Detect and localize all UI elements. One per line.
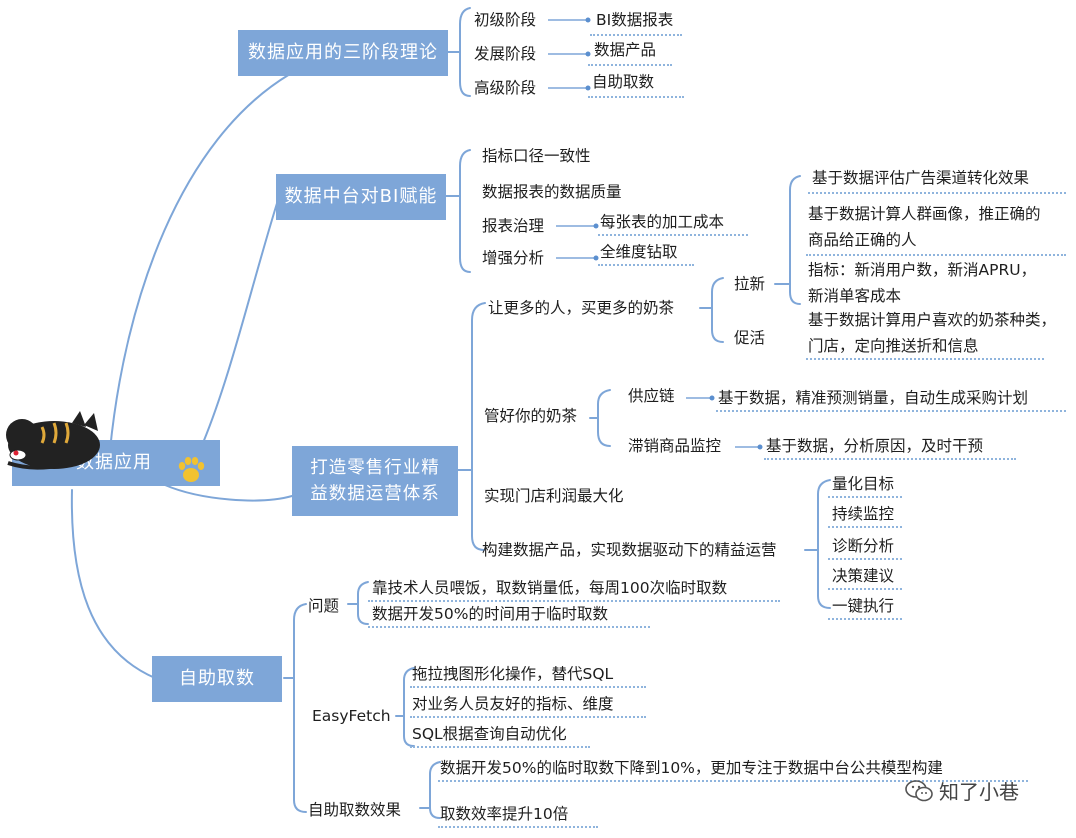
lean-item-2: 持续监控: [832, 505, 895, 523]
easyfetch-item-1: 拖拉拽图形化操作，替代SQL: [412, 665, 614, 683]
goal-maximize-profit: 实现门店利润最大化: [484, 487, 624, 505]
acquisition-item-1: 基于数据评估广告渠道转化效果: [812, 169, 1030, 187]
lean-item-4: 决策建议: [832, 567, 895, 585]
branch3-title-line1: 打造零售行业精: [310, 458, 440, 478]
branch-retail-operations: 打造零售行业精 益数据运营体系: [292, 446, 458, 516]
stage-1: 初级阶段: [474, 11, 537, 29]
watermark: 知了小巷: [905, 776, 1019, 805]
wechat-icon: [905, 779, 933, 801]
root-label: 数据应用: [76, 452, 152, 473]
problem-item-2: 数据开发50%的时间用于临时取数: [372, 605, 608, 623]
stage-1-result: BI数据报表: [596, 11, 674, 29]
branch2-title: 数据中台对BI赋能: [284, 186, 438, 207]
bi-item-2: 数据报表的数据质量: [482, 183, 622, 201]
acquisition-item-4: 指标：新消用户数，新消APRU，: [808, 261, 1037, 279]
effect-label: 自助取数效果: [308, 801, 402, 819]
stage-2: 发展阶段: [474, 45, 537, 63]
branch1-title: 数据应用的三阶段理论: [248, 42, 438, 63]
activation-item-2: 门店，定向推送折和信息: [808, 337, 979, 355]
effect-item-1: 数据开发50%的临时取数下降到10%，更加专注于数据中台公共模型构建: [440, 759, 943, 777]
bi-detail-2: 全维度钻取: [600, 243, 678, 261]
branch-three-stage-theory: 数据应用的三阶段理论: [238, 30, 448, 76]
goal-data-product: 构建数据产品，实现数据驱动下的精益运营: [482, 541, 777, 559]
acquisition-label: 拉新: [734, 275, 766, 293]
branch-bi-empowerment: 数据中台对BI赋能: [276, 174, 446, 220]
stage-3: 高级阶段: [474, 79, 537, 97]
easyfetch-label: EasyFetch: [312, 707, 391, 725]
lean-item-1: 量化目标: [832, 475, 895, 493]
stage-3-result: 自助取数: [592, 73, 655, 91]
branch3-title-line2: 益数据运营体系: [310, 484, 440, 504]
easyfetch-item-3: SQL根据查询自动优化: [412, 725, 567, 743]
activation-item-1: 基于数据计算用户喜欢的奶茶种类，: [808, 311, 1057, 329]
goal-more-people: 让更多的人，买更多的奶茶: [488, 299, 675, 317]
slow-moving-label: 滞销商品监控: [628, 437, 722, 455]
stage-2-result: 数据产品: [594, 41, 657, 59]
cat-icon: [6, 411, 100, 470]
bi-item-1: 指标口径一致性: [482, 147, 591, 165]
acquisition-item-2: 基于数据计算人群画像，推正确的: [808, 205, 1041, 223]
acquisition-item-5: 新消单客成本: [808, 287, 902, 305]
lean-item-5: 一键执行: [832, 597, 895, 615]
goal-manage-tea: 管好你的奶茶: [484, 407, 578, 425]
supply-chain-item: 基于数据，精准预测销量，自动生成采购计划: [718, 389, 1029, 407]
effect-item-2: 取数效率提升10倍: [440, 805, 569, 823]
branch4-title: 自助取数: [179, 668, 255, 689]
bi-item-4: 增强分析: [482, 249, 545, 267]
problem-label: 问题: [308, 597, 340, 615]
watermark-text: 知了小巷: [939, 780, 1019, 804]
bi-item-3: 报表治理: [482, 217, 545, 235]
activation-label: 促活: [734, 329, 766, 347]
branch-self-service: 自助取数: [152, 656, 282, 702]
lean-item-3: 诊断分析: [832, 537, 895, 555]
easyfetch-item-2: 对业务人员友好的指标、维度: [412, 695, 614, 713]
supply-chain-label: 供应链: [628, 387, 675, 405]
acquisition-item-3: 商品给正确的人: [808, 231, 917, 249]
slow-moving-item: 基于数据，分析原因，及时干预: [766, 437, 984, 455]
paw-icon: [178, 457, 205, 482]
problem-item-1: 靠技术人员喂饭，取数销量低，每周100次临时取数: [372, 579, 728, 597]
bi-detail-1: 每张表的加工成本: [600, 213, 725, 231]
